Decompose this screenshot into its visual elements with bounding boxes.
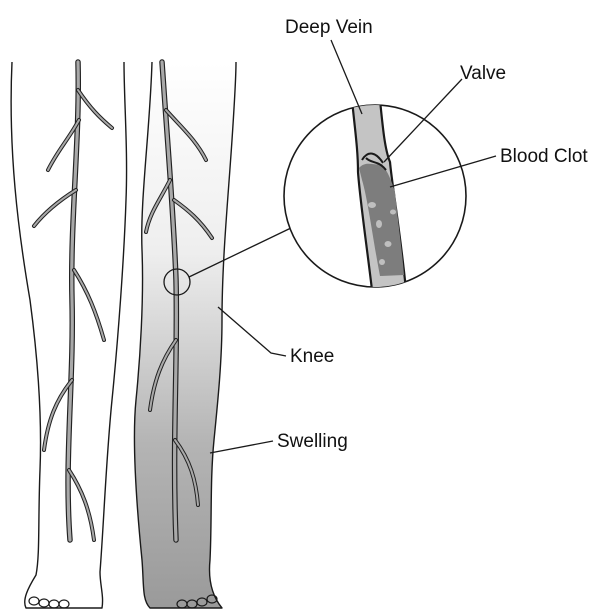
- leader-swelling: [210, 441, 273, 453]
- label-deep-vein: Deep Vein: [285, 17, 373, 38]
- label-blood-clot: Blood Clot: [500, 146, 588, 167]
- right-leg-swollen: [134, 62, 236, 608]
- label-swelling: Swelling: [277, 431, 348, 452]
- leader-deep-vein: [331, 40, 362, 114]
- label-knee: Knee: [290, 346, 334, 367]
- magnified-vein-view: [284, 100, 466, 290]
- left-leg: [11, 62, 126, 608]
- label-valve: Valve: [460, 63, 506, 84]
- leader-knee: [218, 307, 286, 356]
